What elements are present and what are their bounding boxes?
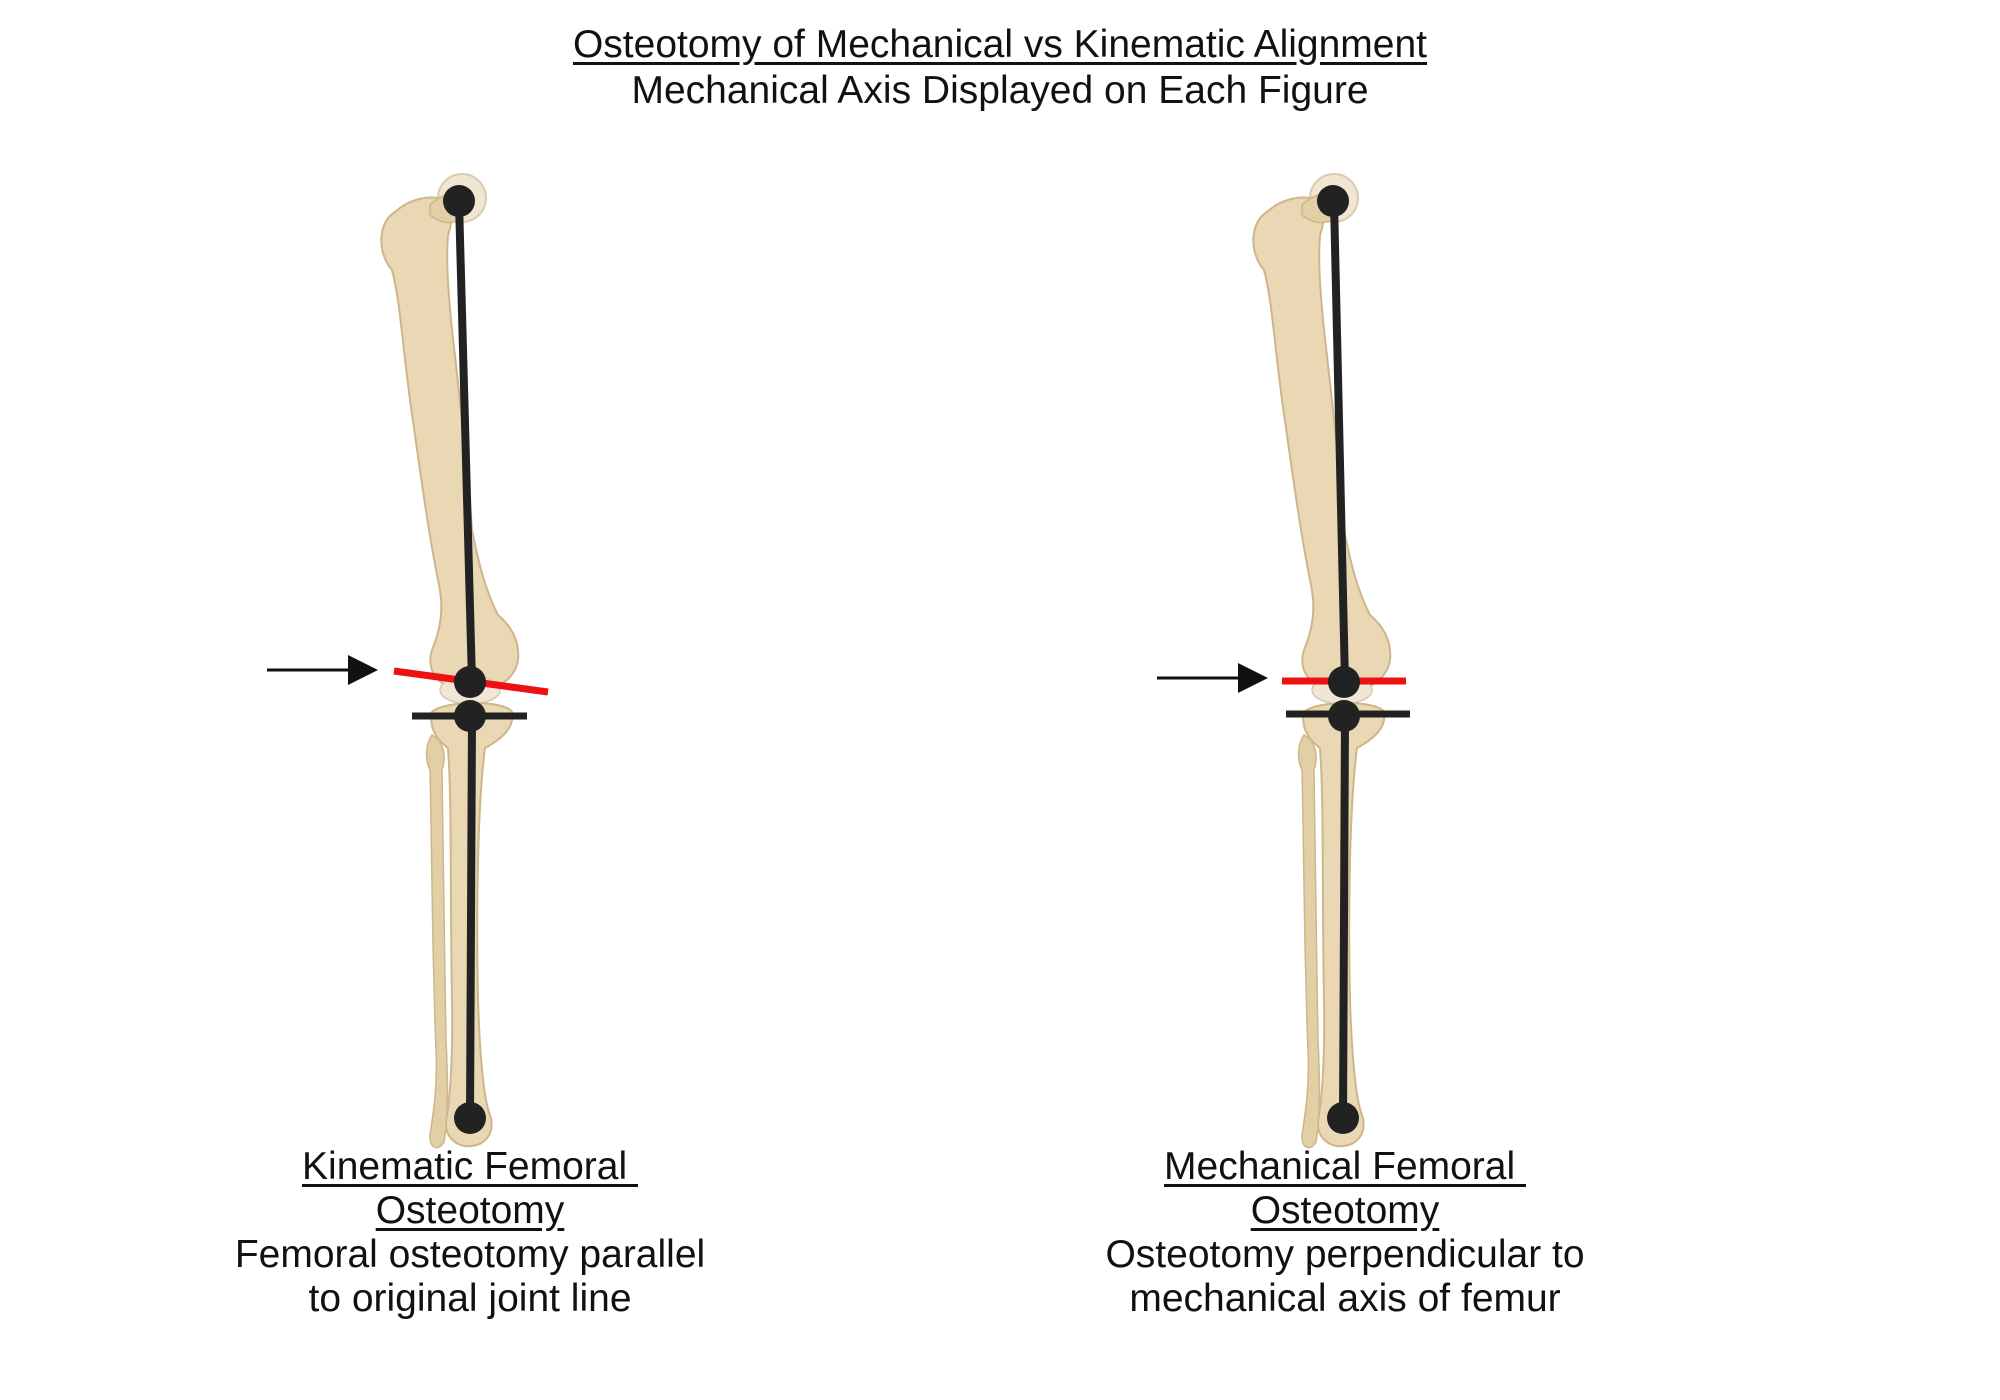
right-leg-bones — [1252, 173, 1392, 1149]
mechanical-heading-line2: Osteotomy — [1250, 1189, 1440, 1232]
kinematic-caption: Kinematic Femoral Osteotomy Femoral oste… — [160, 1145, 780, 1321]
left-femoral-axis-line — [455, 201, 476, 683]
left-leg-bones — [380, 173, 520, 1149]
mechanical-heading-line1: Mechanical Femoral — [1164, 1145, 1526, 1188]
mechanical-description-line2: mechanical axis of femur — [1129, 1277, 1561, 1320]
left-tibial-axis-line — [466, 717, 476, 1119]
kinematic-heading-line2: Osteotomy — [375, 1189, 565, 1232]
right-femoral-axis-line — [1330, 201, 1349, 683]
mechanical-description-line1: Osteotomy perpendicular to — [1105, 1233, 1585, 1276]
right-knee-tibial-point — [1328, 700, 1360, 732]
mechanical-figure — [1157, 173, 1410, 1149]
page-title: Osteotomy of Mechanical vs Kinematic Ali… — [572, 23, 1428, 66]
page-subtitle: Mechanical Axis Displayed on Each Figure — [631, 69, 1369, 112]
left-ankle-center-point — [454, 1102, 486, 1134]
left-fibula — [425, 734, 449, 1149]
kinematic-description-line2: to original joint line — [308, 1277, 632, 1320]
left-knee-femoral-point — [454, 666, 486, 698]
left-femur — [380, 196, 520, 694]
right-tibial-axis-line — [1339, 717, 1349, 1119]
right-knee-femoral-point — [1328, 666, 1360, 698]
kinematic-figure — [267, 173, 549, 1149]
right-femur — [1252, 196, 1392, 694]
right-fibula — [1297, 734, 1321, 1149]
right-ankle-center-point — [1327, 1102, 1359, 1134]
kinematic-description-line1: Femoral osteotomy parallel — [234, 1233, 706, 1276]
left-hip-center-point — [443, 185, 475, 217]
title-block: Osteotomy of Mechanical vs Kinematic Ali… — [0, 22, 2000, 114]
left-knee-tibial-point — [454, 700, 486, 732]
right-hip-center-point — [1317, 185, 1349, 217]
kinematic-heading-line1: Kinematic Femoral — [302, 1145, 638, 1188]
mechanical-caption: Mechanical Femoral Osteotomy Osteotomy p… — [1035, 1145, 1655, 1321]
